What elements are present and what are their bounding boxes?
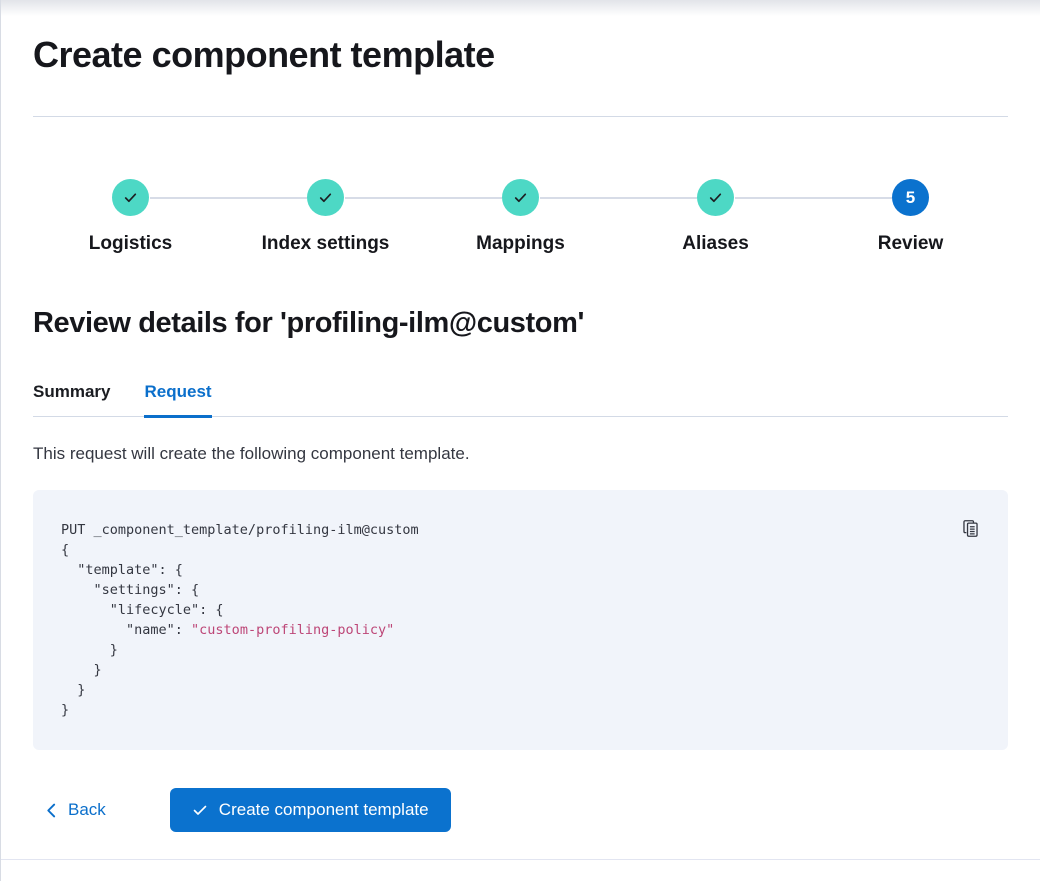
- check-icon: [514, 193, 527, 203]
- chevron-left-icon: [47, 803, 56, 817]
- back-button[interactable]: Back: [33, 788, 118, 832]
- back-button-label: Back: [68, 800, 106, 819]
- copy-to-clipboard-button[interactable]: [958, 516, 982, 540]
- review-tabs: Summary Request: [33, 382, 1008, 418]
- step-review-current-circle: 5: [892, 179, 929, 216]
- step-logistics[interactable]: Logistics: [33, 179, 228, 255]
- check-icon: [319, 193, 332, 203]
- step-aliases-complete-circle: [697, 179, 734, 216]
- tab-request[interactable]: Request: [144, 382, 212, 418]
- step-number: 5: [905, 187, 916, 207]
- top-shadow: [1, 0, 1040, 16]
- request-description: This request will create the following c…: [33, 444, 470, 463]
- create-button-label: Create component template: [218, 800, 429, 819]
- step-index-settings-complete-circle: [307, 179, 344, 216]
- code-lines: PUT _component_template/profiling-ilm@cu…: [61, 522, 419, 718]
- step-mappings-complete-circle: [502, 179, 539, 216]
- request-code-block: PUT _component_template/profiling-ilm@cu…: [33, 490, 1008, 750]
- step-label: Mappings: [476, 233, 565, 254]
- step-label: Logistics: [88, 233, 173, 254]
- footer-actions: Back Create component template: [33, 788, 1008, 832]
- page-title: Create component template: [33, 34, 495, 75]
- title-divider: [33, 116, 1008, 117]
- check-icon: [193, 805, 207, 815]
- step-label: Index settings: [261, 233, 390, 254]
- tab-summary[interactable]: Summary: [33, 382, 111, 401]
- review-details-heading: Review details for 'profiling-ilm@custom…: [33, 307, 584, 339]
- step-logistics-complete-circle: [112, 179, 149, 216]
- step-aliases[interactable]: Aliases: [618, 179, 813, 255]
- step-index-settings[interactable]: Index settings: [228, 179, 423, 255]
- step-mappings[interactable]: Mappings: [423, 179, 618, 255]
- create-component-template-button[interactable]: Create component template: [169, 788, 451, 832]
- check-icon: [709, 193, 722, 203]
- step-progress: Logistics Index settings Mappings Aliase…: [33, 179, 1008, 255]
- step-label: Review: [877, 233, 944, 254]
- copy-clipboard-icon: [962, 519, 978, 537]
- bottom-divider: [1, 859, 1040, 860]
- step-label: Aliases: [682, 233, 749, 254]
- check-icon: [124, 193, 137, 203]
- step-review[interactable]: 5 Review: [813, 179, 1008, 255]
